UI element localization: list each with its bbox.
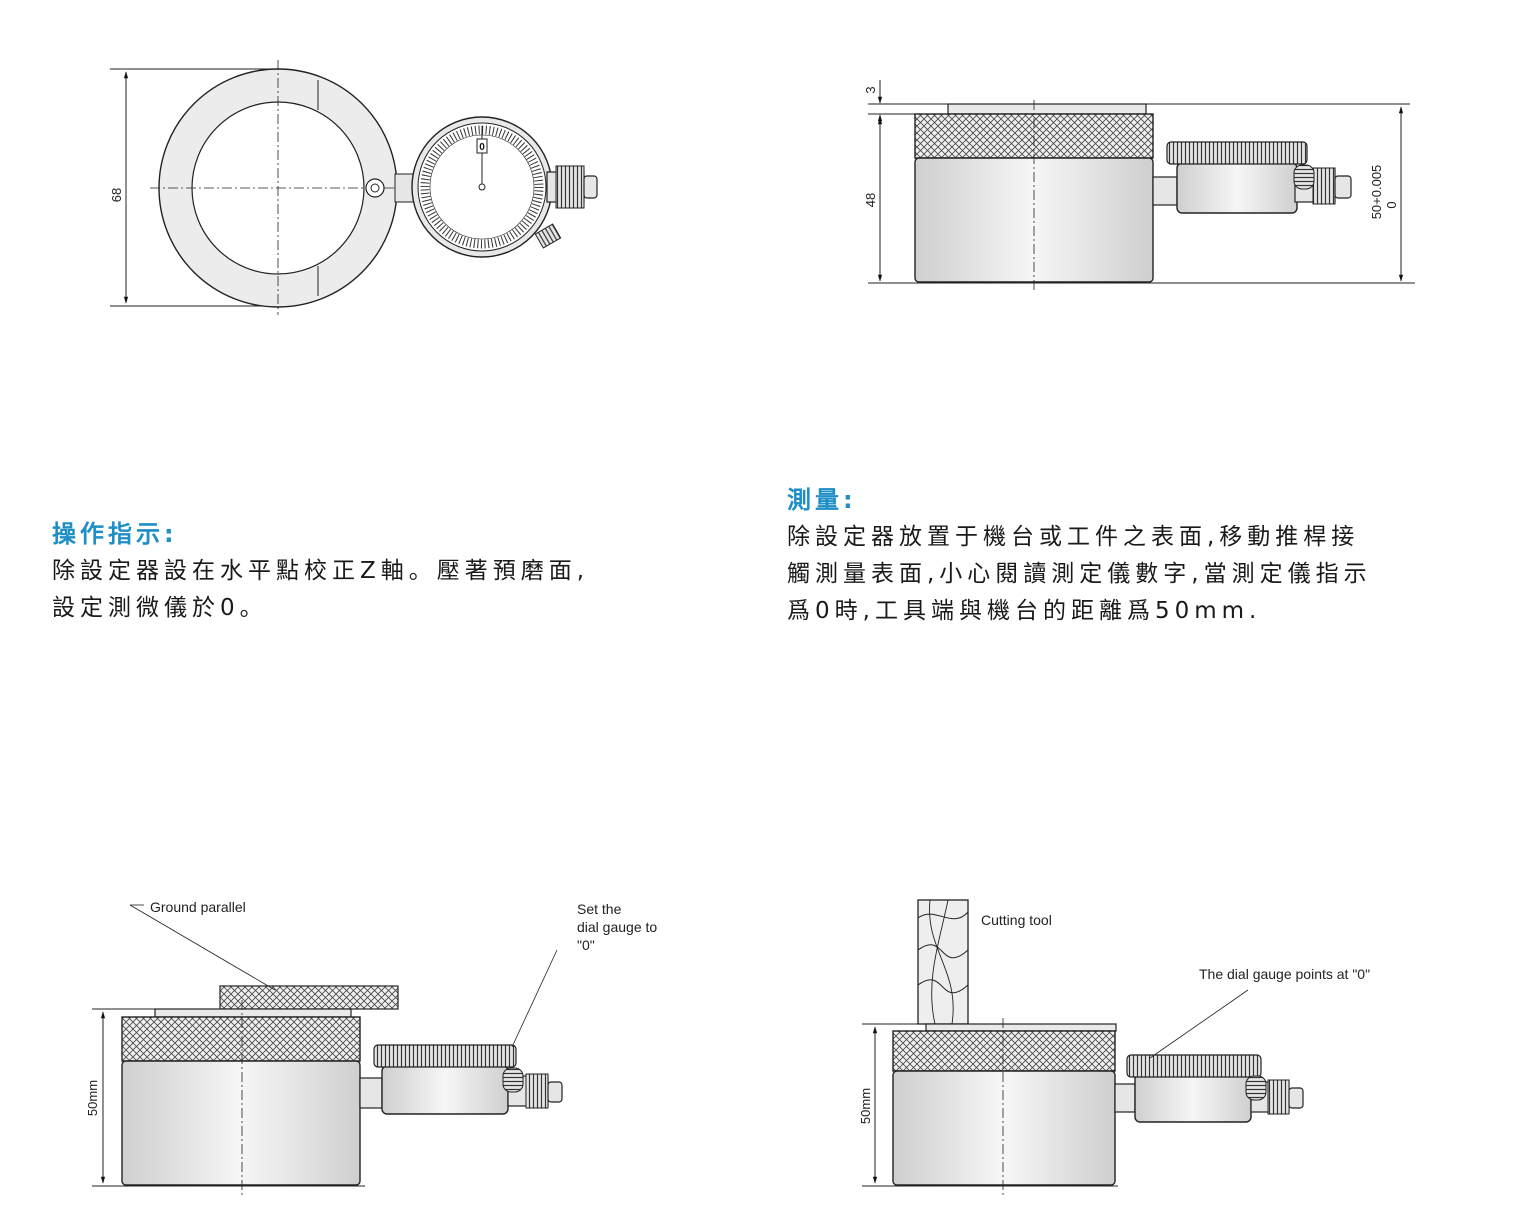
operation-instructions: 操作指示: 除設定器設在水平點校正Z軸。壓著預磨面, 設定測微儀於0。 xyxy=(52,514,752,627)
side-view-drawing xyxy=(868,80,1415,290)
setting-drawing xyxy=(92,904,563,1195)
top-view-drawing xyxy=(110,60,598,315)
label-ground-parallel: Ground parallel xyxy=(150,899,246,915)
label-set-gauge-line1: Set the xyxy=(577,901,622,917)
label-set-gauge-line2: dial gauge to xyxy=(577,919,657,935)
dim-50mm-left: 50mm xyxy=(85,1080,100,1116)
dim-height-68: 68 xyxy=(109,188,124,202)
side-view-dimensions: 3 48 50+0.005 0 xyxy=(863,86,1399,219)
operation-heading: 操作指示: xyxy=(52,520,178,548)
dim-body-48: 48 xyxy=(863,193,878,207)
measurement-drawing xyxy=(862,899,1304,1195)
dial-zero-mark: 0 xyxy=(479,142,485,153)
measurement-heading: 測量: xyxy=(787,486,857,514)
measurement-body: 除設定器放置于機台或工件之表面,移動推桿接 觸測量表面,小心閱讀測定儀數字,當測… xyxy=(787,524,1372,624)
dim-top-3: 3 xyxy=(863,86,878,93)
label-set-gauge-line3: "0" xyxy=(577,937,595,953)
label-cutting-tool: Cutting tool xyxy=(981,912,1052,928)
top-view-dimensions: 68 0 xyxy=(109,142,485,202)
dim-total-tolerance: 50+0.005 xyxy=(1369,165,1384,220)
label-gauge-points-zero: The dial gauge points at "0" xyxy=(1199,966,1370,982)
dim-total-tolerance-lower: 0 xyxy=(1384,201,1399,208)
operation-body: 除設定器設在水平點校正Z軸。壓著預磨面, 設定測微儀於0。 xyxy=(52,558,590,621)
setting-labels: Ground parallel Set the dial gauge to "0… xyxy=(85,899,657,1116)
measurement-labels: Cutting tool The dial gauge points at "0… xyxy=(858,912,1370,1124)
measurement-instructions: 測量: 除設定器放置于機台或工件之表面,移動推桿接 觸測量表面,小心閱讀測定儀數… xyxy=(787,480,1507,630)
dim-50mm-right: 50mm xyxy=(858,1088,873,1124)
